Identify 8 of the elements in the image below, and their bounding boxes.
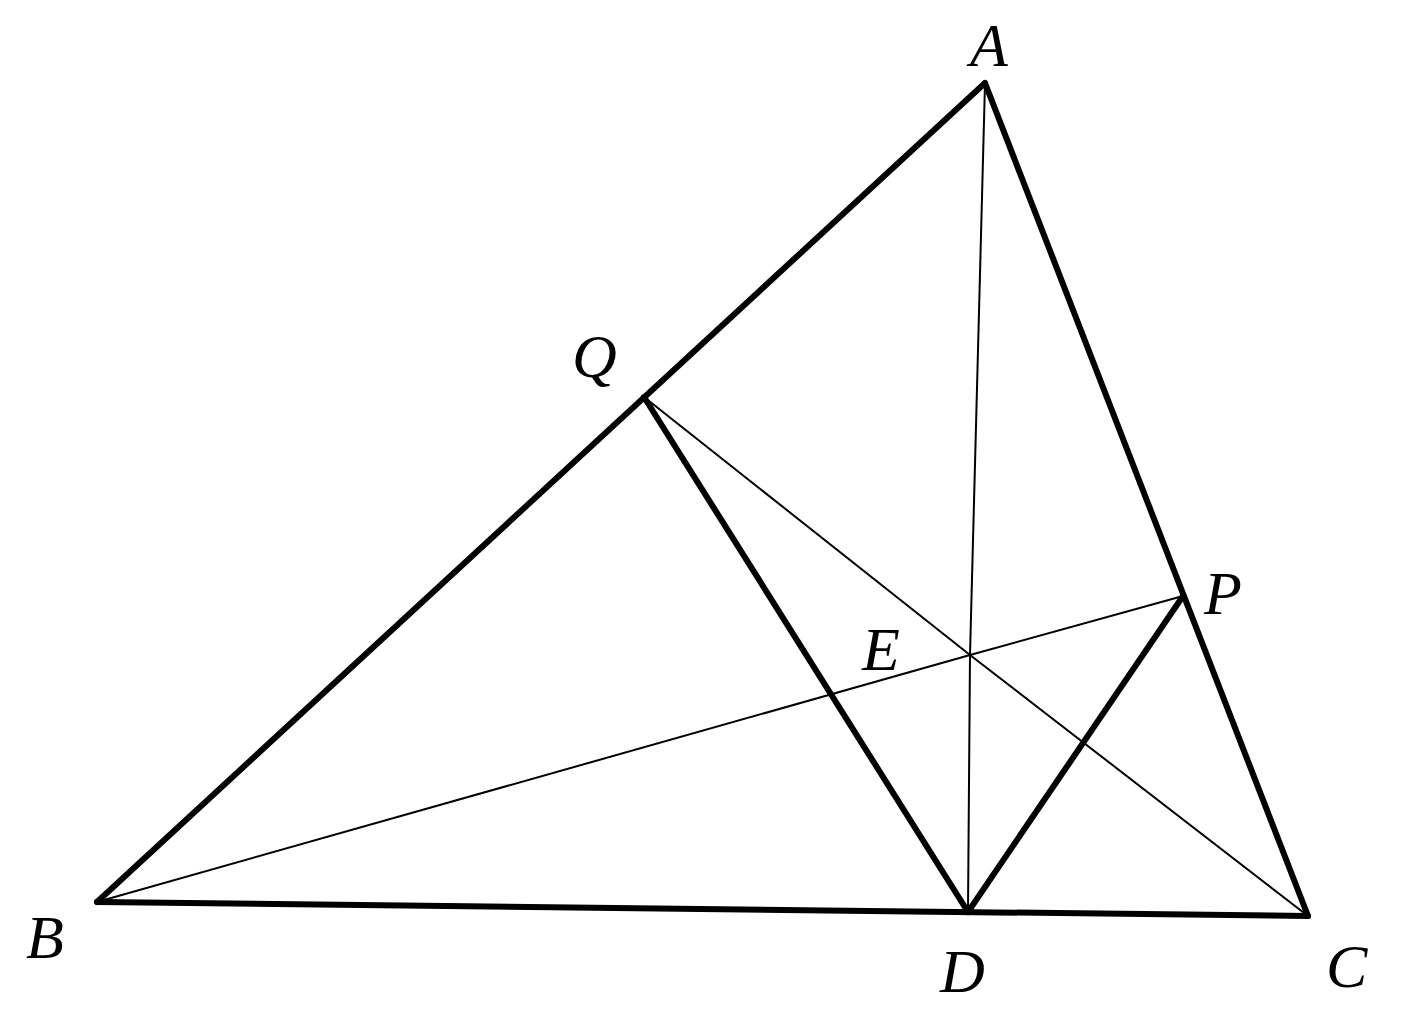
point-label: E xyxy=(862,618,900,680)
line-segment xyxy=(965,593,1186,915)
point-label: D xyxy=(940,940,985,1002)
point-label: C xyxy=(1326,935,1368,997)
point-label: B xyxy=(26,906,64,968)
point-label: Q xyxy=(572,325,617,387)
point-label: P xyxy=(1204,562,1242,624)
line-segment xyxy=(94,899,1311,919)
